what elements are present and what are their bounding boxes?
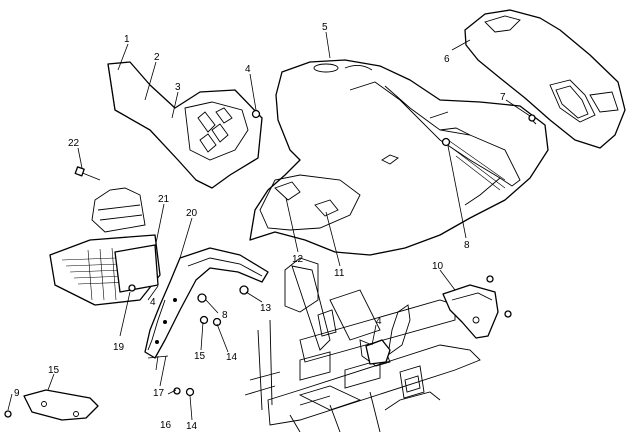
callout-19: 19	[113, 342, 125, 353]
callout-11: 11	[334, 268, 345, 279]
fasteners	[4, 109, 537, 418]
fender-flare	[144, 247, 269, 359]
front-fender-body	[249, 59, 549, 256]
lower-bracket	[23, 389, 99, 421]
callout-8-right: 8	[464, 240, 470, 251]
callout-5: 5	[322, 22, 328, 33]
callout-4-left: 4	[150, 297, 156, 308]
callout-10: 10	[432, 261, 444, 272]
callout-17: 17	[153, 388, 165, 399]
callout-3: 3	[175, 82, 181, 93]
callout-4-top: 4	[245, 64, 251, 75]
callout-14-middle: 14	[226, 352, 238, 363]
callout-labels: 1 2 3 4 5 6 7 22 21 20 12 11 8 10 4 13 8…	[14, 22, 506, 432]
callout-7: 7	[500, 92, 506, 103]
rear-rack-cover	[464, 9, 626, 149]
left-footwell	[49, 187, 161, 306]
callout-1: 1	[124, 34, 130, 45]
callout-14-bottom: 14	[186, 421, 198, 432]
callout-15-middle: 15	[194, 351, 206, 362]
callout-12: 12	[292, 254, 304, 265]
callout-22: 22	[68, 138, 80, 149]
callout-4-frame: 4	[376, 316, 382, 327]
callout-16: 16	[160, 420, 172, 431]
callout-9: 9	[14, 388, 20, 399]
callout-8-middle: 8	[222, 310, 228, 321]
callout-21: 21	[158, 194, 170, 205]
leader-lines	[7, 31, 531, 421]
callout-20: 20	[186, 208, 198, 219]
callout-2: 2	[154, 52, 160, 63]
left-side-panel	[107, 61, 263, 189]
callout-13: 13	[260, 303, 272, 314]
callout-15-bottom: 15	[48, 365, 60, 376]
mounting-bracket	[442, 284, 499, 339]
callout-6: 6	[444, 54, 450, 65]
frame-assembly	[244, 257, 481, 432]
